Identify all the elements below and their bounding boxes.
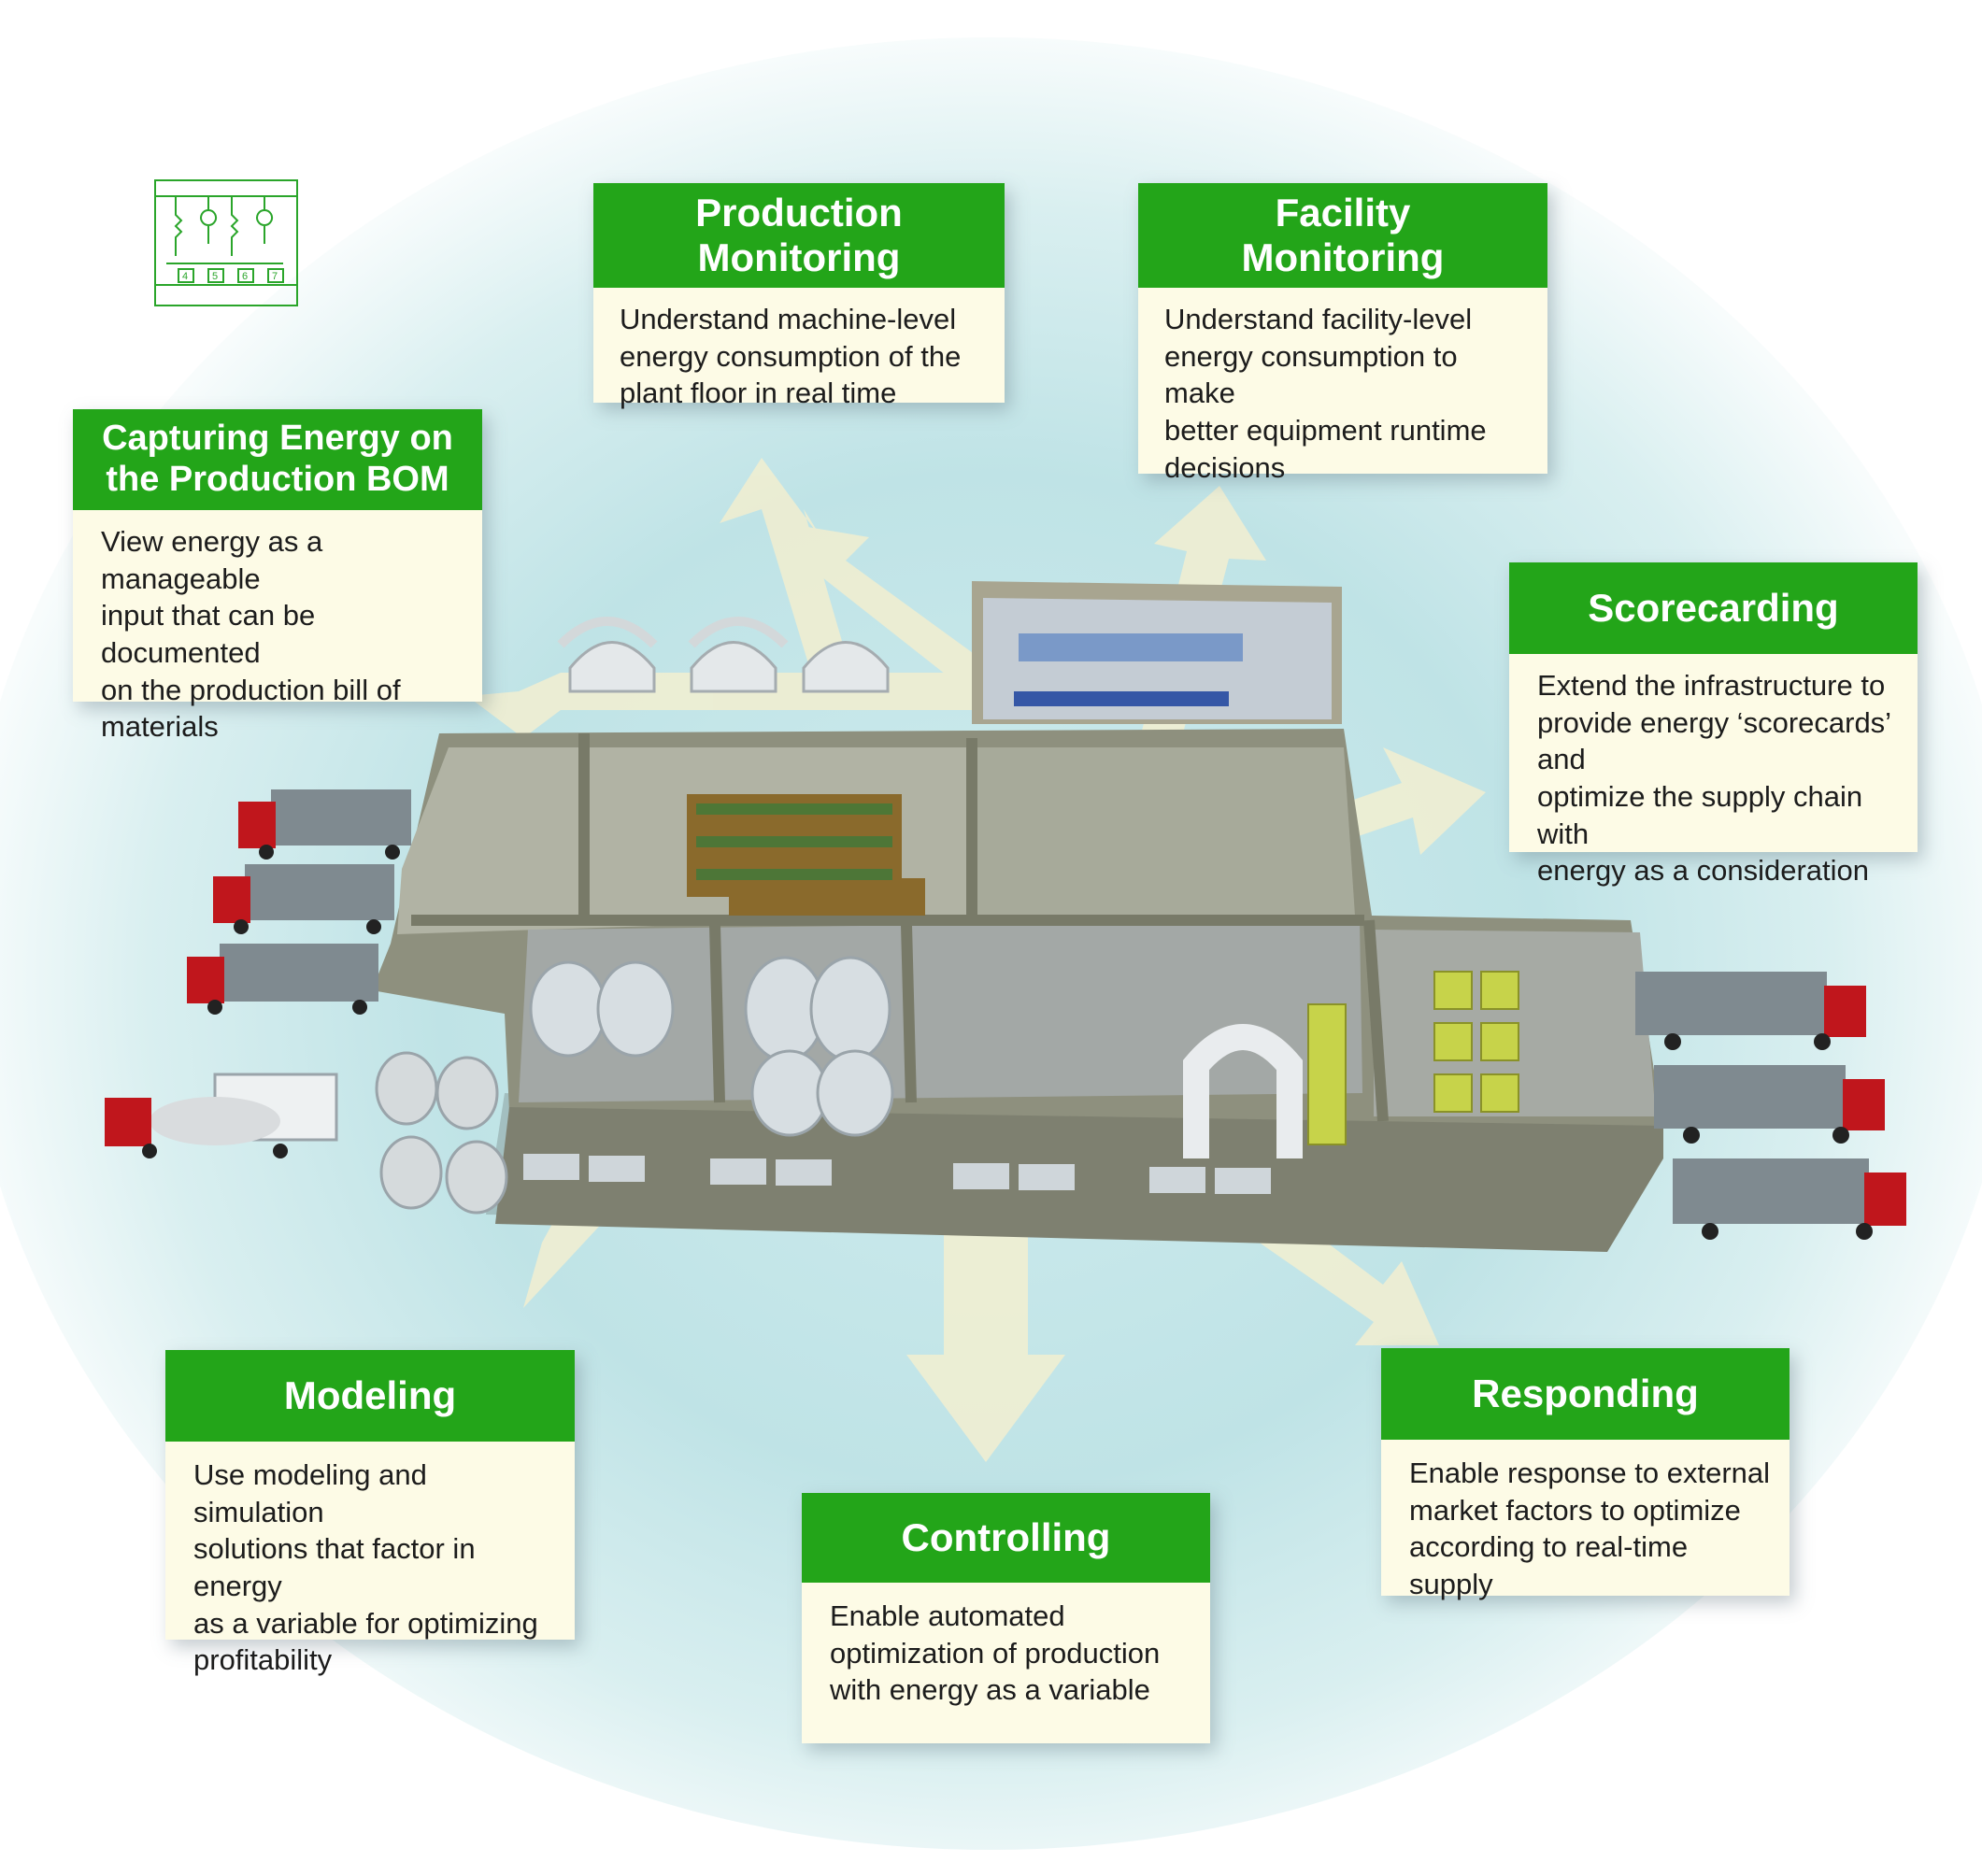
svg-text:4: 4 [182, 271, 188, 282]
arrow-up-left [785, 523, 1000, 691]
card-title: Production Monitoring [593, 183, 1005, 288]
card-text: Understand machine-level energy consumpt… [593, 288, 1005, 409]
card-title: Responding [1381, 1348, 1790, 1440]
card-responding: Responding Enable response to external m… [1381, 1348, 1790, 1600]
card-production-monitoring: Production Monitoring Understand machine… [593, 183, 1005, 409]
card-modeling: Modeling Use modeling and simulation sol… [165, 1350, 575, 1676]
card-text: Enable automated optimization of product… [802, 1583, 1210, 1743]
card-text: Extend the infrastructure to provide ene… [1509, 654, 1918, 887]
svg-text:7: 7 [272, 271, 278, 282]
card-text: Enable response to external market facto… [1381, 1440, 1790, 1600]
card-title: Controlling [802, 1493, 1210, 1583]
card-text: View energy as a manageable input that c… [73, 510, 482, 743]
process-tanks [529, 956, 894, 1137]
card-title: Capturing Energy on the Production BOM [73, 409, 482, 510]
circuit-schematic-icon: 4 5 6 7 [154, 179, 298, 306]
card-controlling: Controlling Enable automated optimizatio… [802, 1493, 1210, 1743]
svg-text:6: 6 [242, 271, 248, 282]
card-text: Understand facility-level energy consump… [1138, 288, 1547, 484]
trucks-right [1635, 972, 1906, 1240]
svg-text:5: 5 [212, 271, 218, 282]
conveyor [1183, 1024, 1303, 1158]
card-title: Scorecarding [1509, 562, 1918, 654]
card-title: Modeling [165, 1350, 575, 1442]
arrow-production-monitoring [720, 458, 846, 710]
card-capturing-energy: Capturing Energy on the Production BOM V… [73, 409, 482, 743]
card-facility-monitoring: Facility Monitoring Understand facility-… [1138, 183, 1547, 484]
card-scorecarding: Scorecarding Extend the infrastructure t… [1509, 562, 1918, 887]
silos [557, 617, 890, 693]
card-text: Use modeling and simulation solutions th… [165, 1442, 575, 1676]
trucks-left [105, 789, 411, 1158]
pallets [1307, 971, 1519, 1145]
control-room [972, 581, 1342, 724]
card-title: Facility Monitoring [1138, 183, 1547, 288]
